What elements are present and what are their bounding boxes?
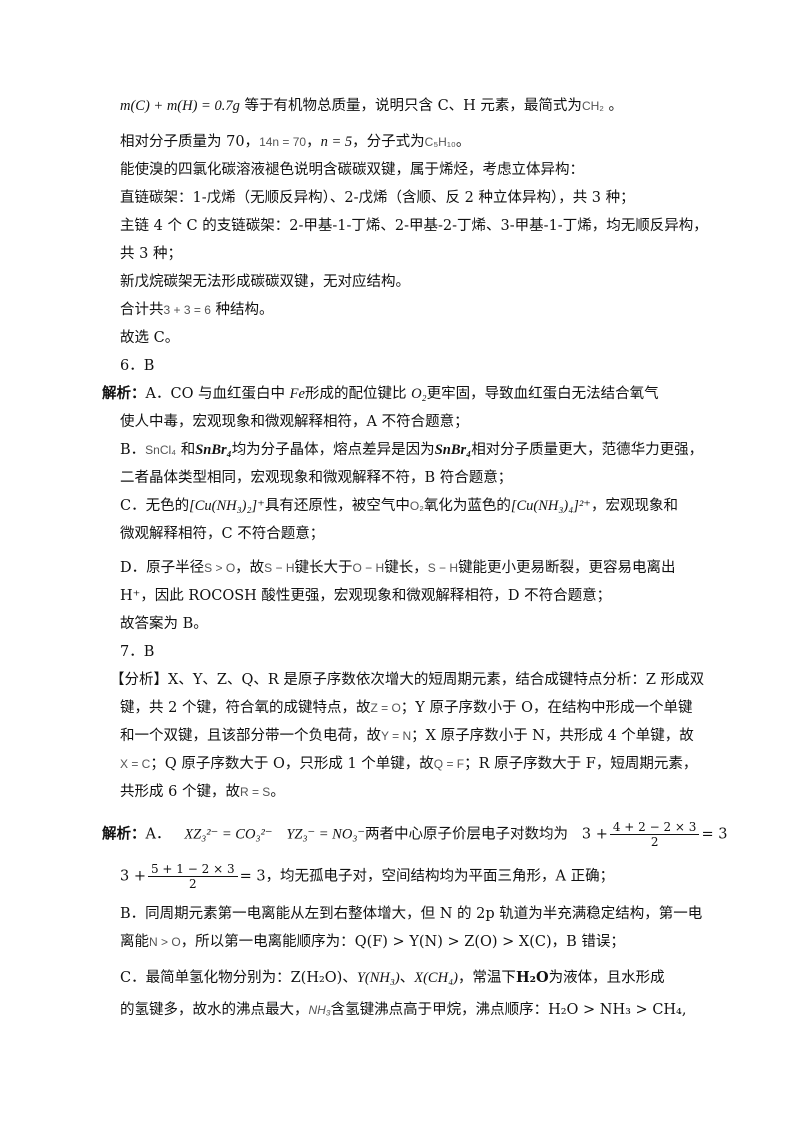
math-expression: 14n = 70 bbox=[259, 135, 307, 149]
question-number: 7．B bbox=[120, 644, 155, 660]
math-expression: Fe bbox=[289, 386, 305, 402]
text-line: 使人中毒，宏观现象和微观解释相符，A 不符合题意； bbox=[120, 414, 469, 430]
math-expression: CH₂ bbox=[581, 99, 604, 113]
math-expression: NH₃ bbox=[308, 1003, 331, 1017]
math-expression: S − H bbox=[427, 561, 459, 575]
text-line: 故答案为 B。 bbox=[120, 616, 208, 632]
text-line: 二者晶体类型相同，宏观现象和微观解释不符，B 符合题意； bbox=[120, 470, 513, 486]
text-line: 能使溴的四氯化碳溶液褪色说明含碳碳双键，属于烯烃，考虑立体异构： bbox=[120, 162, 584, 178]
math-expression: Q = F bbox=[433, 757, 465, 771]
math-expression: R = S bbox=[239, 785, 271, 799]
text-line: 微观解释相符，C 不符合题意； bbox=[120, 526, 325, 542]
math-expression: SnCl₄ bbox=[145, 443, 177, 457]
text-line: C．最简单氢化物分别为：Z(H₂O)、Y(NH₃)、X(CH₄)，常温下H₂O为… bbox=[120, 969, 665, 986]
question-number: 6．B bbox=[120, 358, 155, 374]
math-expression: H₂O > NH₃ > CH₄, bbox=[548, 1002, 687, 1018]
math-expression: YZ₃⁻ = NO₃⁻ bbox=[286, 826, 366, 843]
math-expression: 3 + 3 = 6 bbox=[163, 303, 211, 317]
math-expression: X(CH₄) bbox=[414, 970, 458, 986]
analysis-label: 解析： bbox=[102, 825, 146, 843]
text-line: 新戊烷碳架无法形成碳碳双键，无对应结构。 bbox=[120, 274, 410, 290]
math-expression: S > O bbox=[204, 561, 236, 575]
math-expression: X = C bbox=[120, 757, 151, 771]
math-expression: S − H bbox=[264, 561, 295, 575]
math-expression: n = 5 bbox=[320, 134, 353, 150]
math-expression: XZ₃²⁻ = CO₃²⁻ bbox=[184, 826, 273, 843]
text-line: B．SnCl₄ 和SnBr₄均为分子晶体，熔点差异是因为SnBr₄相对分子质量更… bbox=[120, 442, 704, 458]
math-expression: Z = O bbox=[370, 701, 401, 715]
math-expression: O − H bbox=[352, 561, 385, 575]
math-expression: [Cu(NH₃)₄]²⁺ bbox=[510, 498, 591, 514]
text-line: 【分析】X、Y、Z、Q、R 是原子序数依次增大的短周期元素，结合成键特点分析：Z… bbox=[110, 672, 705, 688]
text-line: 和一个双键，且该部分带一个负电荷，故Y = N；X 原子序数小于 N，共形成 4… bbox=[120, 728, 694, 744]
text-line: 主链 4 个 C 的支链碳架：2-甲基-1-丁烯、2-甲基-2-丁烯、3-甲基-… bbox=[120, 218, 708, 234]
math-expression: O₂ bbox=[409, 499, 424, 513]
math-expression: Q(F) > Y(N) > Z(O) > X(C) bbox=[354, 934, 552, 950]
text-line: D．原子半径S > O，故S − H键长大于O − H键长，S − H键能更小更… bbox=[120, 560, 676, 576]
text-line: X = C；Q 原子序数大于 O，只形成 1 个单键，故Q = F；R 原子序数… bbox=[120, 756, 698, 772]
math-expression: C₅H₁₀ bbox=[424, 135, 456, 149]
text-line: 解析：A．CO 与血红蛋白中 Fe形成的配位键比 O₂更牢固，导致血红蛋白无法结… bbox=[102, 385, 659, 402]
math-expression: Z(H₂O) bbox=[290, 970, 343, 986]
text-line: 的氢键多，故水的沸点最大，NH₃含氢键沸点高于甲烷，沸点顺序：H₂O > NH₃… bbox=[120, 1002, 687, 1018]
text-line: 直链碳架：1-戊烯（无顺反异构）、2-戊烯（含顺、反 2 种立体异构），共 3 … bbox=[120, 190, 635, 206]
math-expression: SnBr₄ bbox=[434, 442, 472, 458]
text-line: B．同周期元素第一电离能从左到右整体增大，但 N 的 2p 轨道为半充满稳定结构… bbox=[120, 906, 703, 922]
text-line: H⁺，因此 ROCOSH 酸性更强，宏观现象和微观解释相符，D 不符合题意； bbox=[120, 588, 612, 604]
math-expression: O₂ bbox=[411, 386, 427, 402]
text-line: 相对分子质量为 70，14n = 70，n = 5，分子式为C₅H₁₀。 bbox=[120, 134, 471, 150]
math-expression: m(C) + m(H) = 0.7g bbox=[120, 98, 240, 114]
text-line: C．无色的[Cu(NH₃)₂]⁺具有还原性，被空气中O₂氧化为蓝色的[Cu(NH… bbox=[120, 498, 678, 514]
math-expression: H₂O bbox=[515, 969, 549, 986]
math-expression: N > O bbox=[149, 935, 181, 949]
math-expression: Y(NH₃) bbox=[356, 970, 400, 986]
text-line: 共形成 6 个键，故R = S。 bbox=[120, 784, 285, 800]
math-expression: Y = N bbox=[381, 729, 412, 743]
math-expression: SnBr₄ bbox=[195, 442, 232, 458]
math-expression: [Cu(NH₃)₂]⁺ bbox=[189, 498, 265, 514]
text-line: m(C) + m(H) = 0.7g 等于有机物总质量，说明只含 C、H 元素，… bbox=[120, 98, 624, 114]
math-expression: H⁺ bbox=[120, 588, 141, 604]
analysis-label: 解析： bbox=[102, 385, 146, 402]
text-line: 离能N > O，所以第一电离能顺序为：Q(F) > Y(N) > Z(O) > … bbox=[120, 934, 625, 950]
text-line: 解析：A． XZ₃²⁻ = CO₃²⁻ YZ₃⁻ = NO₃⁻两者中心原子价层电… bbox=[102, 820, 728, 849]
text-line: 合计共3 + 3 = 6 种结构。 bbox=[120, 302, 274, 318]
text-line: 键，共 2 个键，符合氧的成键特点，故Z = O；Y 原子序数小于 O，在结构中… bbox=[120, 700, 693, 716]
text-line: 故选 C。 bbox=[120, 330, 180, 346]
text-line: 共 3 种； bbox=[120, 246, 182, 262]
